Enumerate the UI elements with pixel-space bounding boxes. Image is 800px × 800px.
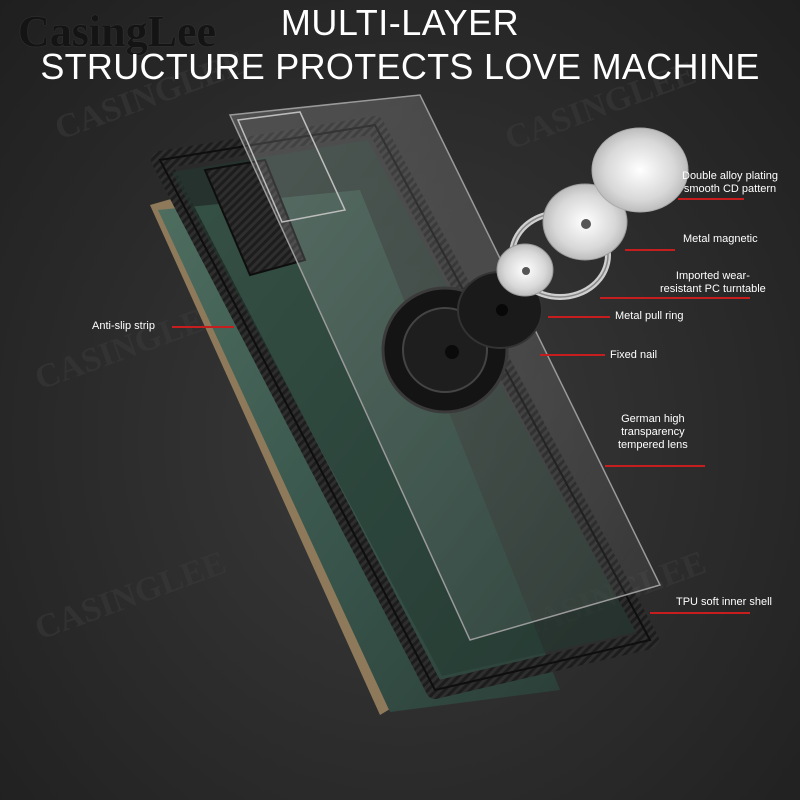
- leader-line-lens: [605, 465, 705, 467]
- leader-line-tpu: [650, 612, 750, 614]
- callout-tpu-shell: TPU soft inner shell: [676, 596, 772, 608]
- svg-text:CASINGLEE: CASINGLEE: [30, 544, 231, 647]
- leader-line-magnetic: [625, 249, 675, 251]
- callout-tempered-lens: German high transparency tempered lens: [618, 413, 688, 451]
- leader-line-pull-ring: [548, 316, 610, 318]
- leader-line-turntable: [600, 297, 750, 299]
- leader-line-fixed-nail: [540, 354, 605, 356]
- callout-pc-turntable: Imported wear- resistant PC turntable: [660, 270, 766, 295]
- metal-magnetic-disc: [542, 183, 628, 261]
- callout-cd-pattern: Double alloy plating smooth CD pattern: [682, 170, 779, 195]
- callout-fixed-nail: Fixed nail: [610, 349, 658, 361]
- callout-anti-slip: Anti-slip strip: [92, 320, 155, 332]
- brand-logo: CasingLee: [18, 7, 216, 56]
- leader-line-cd: [678, 198, 744, 200]
- callout-pull-ring: Metal pull ring: [615, 310, 684, 322]
- leader-line-anti-slip: [172, 326, 234, 328]
- callout-metal-magnetic: Metal magnetic: [683, 233, 758, 245]
- headline-line-2: STRUCTURE PROTECTS LOVE MACHINE: [40, 46, 760, 87]
- headline-line-1: MULTI-LAYER: [280, 2, 520, 43]
- cd-pattern-plate: [591, 127, 689, 213]
- small-metal-disc: [496, 243, 554, 297]
